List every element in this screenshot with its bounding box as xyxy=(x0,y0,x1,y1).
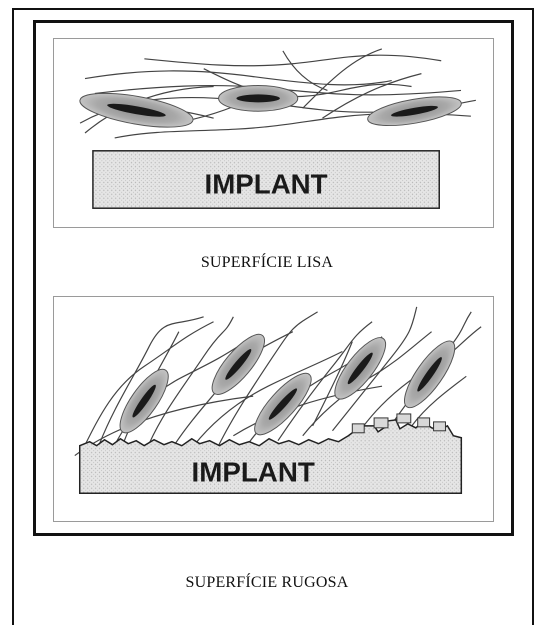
page-border-top xyxy=(12,8,534,10)
smooth-surface-illustration: IMPLANT xyxy=(54,39,493,227)
implant-label-rough: IMPLANT xyxy=(192,456,315,487)
rough-surface-panel: IMPLANT xyxy=(53,296,494,522)
page-border-left xyxy=(12,8,14,625)
smooth-surface-panel: IMPLANT xyxy=(53,38,494,228)
rough-surface-caption: SUPERFÍCIE RUGOSA xyxy=(0,574,534,592)
rough-surface-illustration: IMPLANT xyxy=(54,297,493,521)
implant-label-smooth: IMPLANT xyxy=(205,168,328,199)
smooth-surface-caption: SUPERFÍCIE LISA xyxy=(0,254,534,272)
